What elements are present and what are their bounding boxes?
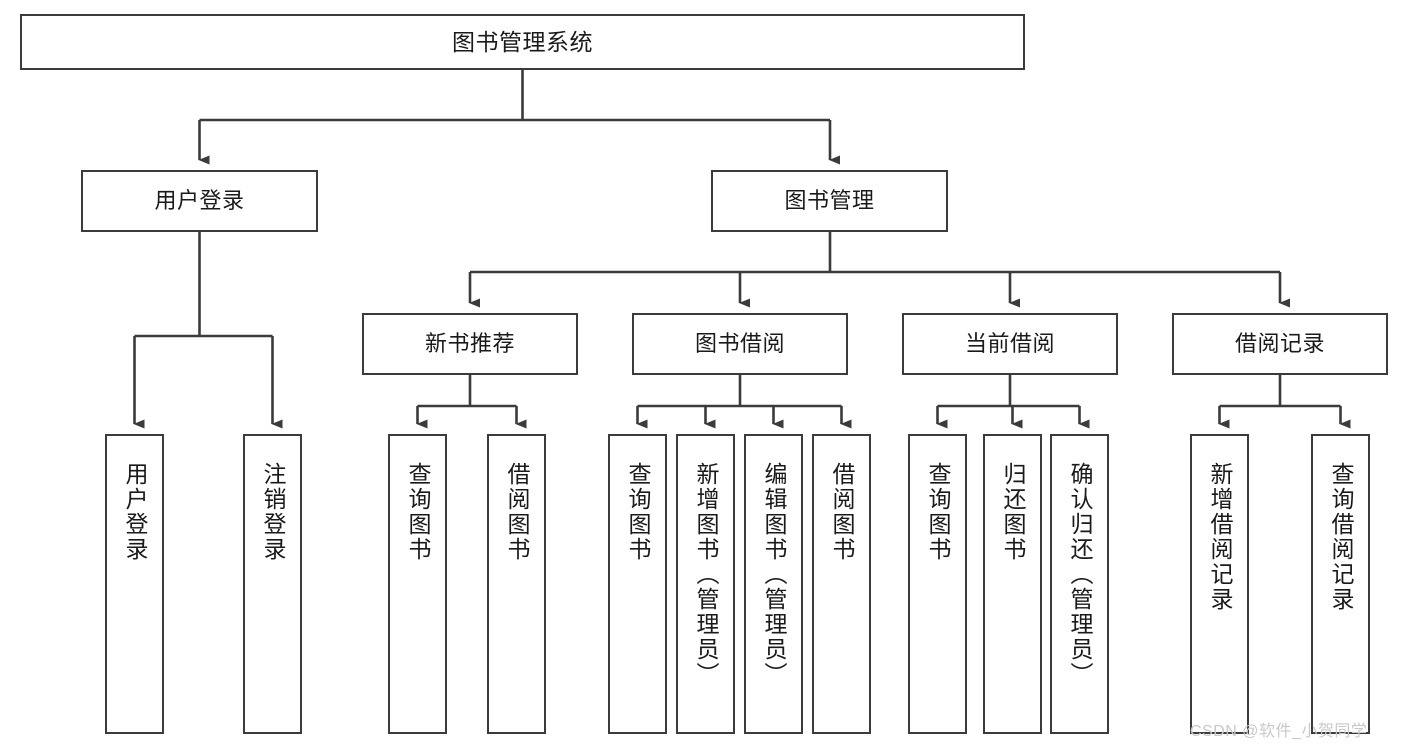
node-leaf-edit-book[interactable]: 编辑图书（管理员） (744, 434, 803, 734)
node-leaf-user-login[interactable]: 用户登录 (105, 434, 164, 734)
node-leaf-return-book[interactable]: 归还图书 (983, 434, 1042, 734)
node-borrow-record[interactable]: 借阅记录 (1172, 313, 1388, 375)
csdn-watermark: CSDN @软件_小贺同学 (1190, 723, 1368, 740)
node-leaf-query-record-label: 查询借阅记录 (1328, 462, 1354, 612)
node-leaf-borrow-book-1[interactable]: 借阅图书 (487, 434, 546, 734)
node-new-book-rec[interactable]: 新书推荐 (362, 313, 578, 375)
node-leaf-add-book[interactable]: 新增图书（管理员） (676, 434, 735, 734)
node-leaf-edit-book-label: 编辑图书（管理员） (761, 462, 787, 687)
node-leaf-query-book-2-label: 查询图书 (625, 462, 651, 562)
node-leaf-logout[interactable]: 注销登录 (243, 434, 302, 734)
node-book-manage-label: 图书管理 (784, 188, 875, 214)
node-leaf-add-book-label: 新增图书（管理员） (693, 462, 719, 687)
node-leaf-borrow-book-1-label: 借阅图书 (504, 462, 530, 562)
node-borrow-record-label: 借阅记录 (1234, 331, 1325, 357)
node-book-borrow-label: 图书借阅 (694, 331, 785, 357)
node-leaf-query-book-1-label: 查询图书 (405, 462, 431, 562)
node-leaf-user-login-label: 用户登录 (122, 462, 148, 562)
node-leaf-add-record[interactable]: 新增借阅记录 (1190, 434, 1249, 734)
node-leaf-query-book-3[interactable]: 查询图书 (908, 434, 967, 734)
node-root-label: 图书管理系统 (452, 28, 593, 55)
node-leaf-borrow-book-2[interactable]: 借阅图书 (812, 434, 871, 734)
node-root[interactable]: 图书管理系统 (20, 14, 1025, 70)
node-leaf-query-record[interactable]: 查询借阅记录 (1311, 434, 1370, 734)
node-leaf-query-book-2[interactable]: 查询图书 (608, 434, 667, 734)
node-book-borrow[interactable]: 图书借阅 (632, 313, 848, 375)
node-current-borrow-label: 当前借阅 (964, 331, 1055, 357)
node-leaf-confirm-return-label: 确认归还（管理员） (1067, 462, 1093, 687)
node-leaf-query-book-1[interactable]: 查询图书 (388, 434, 447, 734)
node-book-manage[interactable]: 图书管理 (711, 170, 948, 232)
node-leaf-borrow-book-2-label: 借阅图书 (829, 462, 855, 562)
node-new-book-rec-label: 新书推荐 (424, 331, 515, 357)
node-user-login-label: 用户登录 (154, 188, 245, 214)
node-current-borrow[interactable]: 当前借阅 (902, 313, 1118, 375)
node-leaf-return-book-label: 归还图书 (1000, 462, 1026, 562)
node-user-login[interactable]: 用户登录 (81, 170, 318, 232)
node-leaf-add-record-label: 新增借阅记录 (1207, 462, 1233, 612)
node-leaf-confirm-return[interactable]: 确认归还（管理员） (1050, 434, 1109, 734)
node-leaf-logout-label: 注销登录 (260, 462, 286, 562)
node-leaf-query-book-3-label: 查询图书 (925, 462, 951, 562)
